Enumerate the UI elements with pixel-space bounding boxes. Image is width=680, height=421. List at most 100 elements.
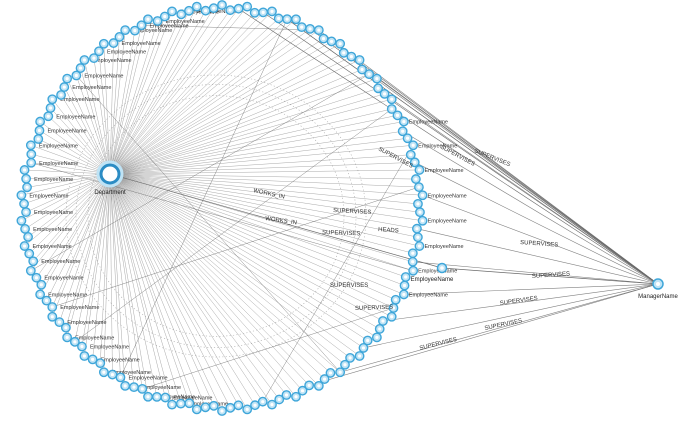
employee-node-68[interactable]: [274, 394, 285, 405]
employee-node-108[interactable]: [19, 241, 30, 251]
employee-node-44[interactable]: [407, 256, 418, 267]
employee-node-65[interactable]: [297, 385, 308, 396]
employee-node-121[interactable]: [33, 134, 44, 144]
employee-node-91[interactable]: [95, 358, 106, 369]
employee-node-42[interactable]: [414, 241, 425, 251]
employee-node-96[interactable]: [62, 332, 73, 343]
employee-node-39[interactable]: [417, 215, 428, 226]
employee-node-117[interactable]: [19, 165, 30, 175]
employee-node-139[interactable]: [129, 25, 140, 36]
employee-node-61[interactable]: [325, 368, 336, 378]
employee-node-15[interactable]: [335, 38, 346, 49]
employee-node-90[interactable]: [98, 367, 109, 378]
employee-node-41[interactable]: [412, 232, 423, 243]
employee-node-13[interactable]: [318, 33, 329, 44]
employee-node-4[interactable]: [249, 7, 260, 18]
employee-node-22[interactable]: [373, 83, 384, 94]
employee-node-45[interactable]: [408, 265, 419, 276]
employee-node-115[interactable]: [22, 182, 32, 193]
employee-node-128[interactable]: [59, 82, 70, 92]
employee-node-88[interactable]: [115, 372, 126, 383]
employee-node-116[interactable]: [21, 173, 32, 184]
employee-node-40[interactable]: [412, 223, 422, 234]
employee-node-147[interactable]: [191, 1, 202, 12]
employee-node-93[interactable]: [79, 351, 90, 361]
employee-node-23[interactable]: [379, 88, 390, 99]
employee-node-28[interactable]: [397, 126, 408, 137]
employee-node-31[interactable]: [405, 149, 416, 160]
employee-node-98[interactable]: [54, 317, 65, 328]
employee-node-29[interactable]: [402, 133, 413, 144]
employee-node-19[interactable]: [357, 64, 367, 75]
employee-node-118[interactable]: [26, 157, 37, 168]
employee-node-101[interactable]: [41, 295, 52, 306]
employee-node-43[interactable]: [407, 248, 418, 259]
employee-node-123[interactable]: [35, 116, 46, 127]
employee-node-79[interactable]: [184, 398, 195, 409]
employee-node-6[interactable]: [267, 6, 277, 17]
employee-node-46[interactable]: [400, 272, 411, 282]
employee-node-130[interactable]: [71, 70, 82, 81]
employee-node-94[interactable]: [77, 341, 87, 352]
employee-node-37[interactable]: [413, 198, 423, 209]
employee-node-27[interactable]: [398, 116, 409, 127]
employee-node-25[interactable]: [386, 104, 397, 114]
employee-node-51[interactable]: [386, 311, 397, 322]
employee-node-146[interactable]: [184, 5, 194, 16]
employee-node-135[interactable]: [98, 38, 109, 49]
employee-node-92[interactable]: [87, 354, 98, 365]
employee-node-132[interactable]: [79, 55, 90, 65]
employee-node-85[interactable]: [137, 383, 148, 394]
employee-node-126[interactable]: [47, 94, 58, 105]
employee-node-82[interactable]: [160, 392, 171, 403]
employee-node-9[interactable]: [291, 14, 301, 25]
employee-node-80[interactable]: [175, 398, 186, 409]
employee-node-131[interactable]: [75, 63, 86, 73]
employee-node-125[interactable]: [45, 103, 56, 113]
employee-node-102[interactable]: [35, 289, 46, 300]
employee-node-64[interactable]: [304, 380, 315, 391]
employee-node-95[interactable]: [69, 336, 80, 347]
employee-node-70[interactable]: [257, 396, 268, 407]
employee-node-129[interactable]: [62, 73, 73, 84]
employee-node-67[interactable]: [281, 390, 292, 400]
employee-node-50[interactable]: [388, 303, 399, 313]
employee-node-140[interactable]: [136, 20, 147, 31]
employee-node-54[interactable]: [371, 332, 382, 343]
employee-node-10[interactable]: [296, 22, 307, 33]
employee-node-103[interactable]: [36, 279, 47, 290]
employee-node-48[interactable]: [398, 289, 409, 300]
employee-node-138[interactable]: [120, 25, 131, 36]
employee-node-141[interactable]: [143, 14, 153, 25]
employee-node-52[interactable]: [378, 316, 388, 326]
employee-node-69[interactable]: [267, 399, 277, 410]
employee-node-71[interactable]: [250, 400, 260, 411]
employee-node-12[interactable]: [313, 25, 324, 36]
employee-node-87[interactable]: [120, 380, 131, 391]
employee-node-106[interactable]: [28, 256, 39, 267]
employee-node-30[interactable]: [408, 140, 419, 151]
department-node[interactable]: Department: [94, 160, 126, 196]
employee-node-5[interactable]: [258, 7, 269, 18]
employee-node-134[interactable]: [94, 46, 104, 57]
employee-node-124[interactable]: [43, 111, 54, 122]
employee-node-111[interactable]: [16, 215, 27, 226]
employee-node-63[interactable]: [313, 380, 324, 391]
employee-node-137[interactable]: [114, 32, 125, 42]
employee-node-113[interactable]: [19, 198, 29, 209]
employee-node-114[interactable]: [16, 190, 27, 201]
employee-node-110[interactable]: [20, 224, 30, 234]
employee-node-83[interactable]: [151, 391, 162, 402]
employee-node-focus[interactable]: EmployeeName: [411, 262, 454, 284]
employee-node-143[interactable]: [159, 11, 170, 22]
employee-node-11[interactable]: [305, 23, 315, 34]
employee-node-59[interactable]: [340, 359, 350, 370]
employee-node-89[interactable]: [107, 369, 118, 380]
employee-node-100[interactable]: [47, 302, 58, 312]
employee-node-77[interactable]: [200, 402, 211, 413]
employee-node-36[interactable]: [417, 190, 428, 201]
employee-node-119[interactable]: [26, 149, 37, 160]
employee-node-120[interactable]: [25, 140, 36, 151]
employee-node-75[interactable]: [217, 406, 227, 416]
